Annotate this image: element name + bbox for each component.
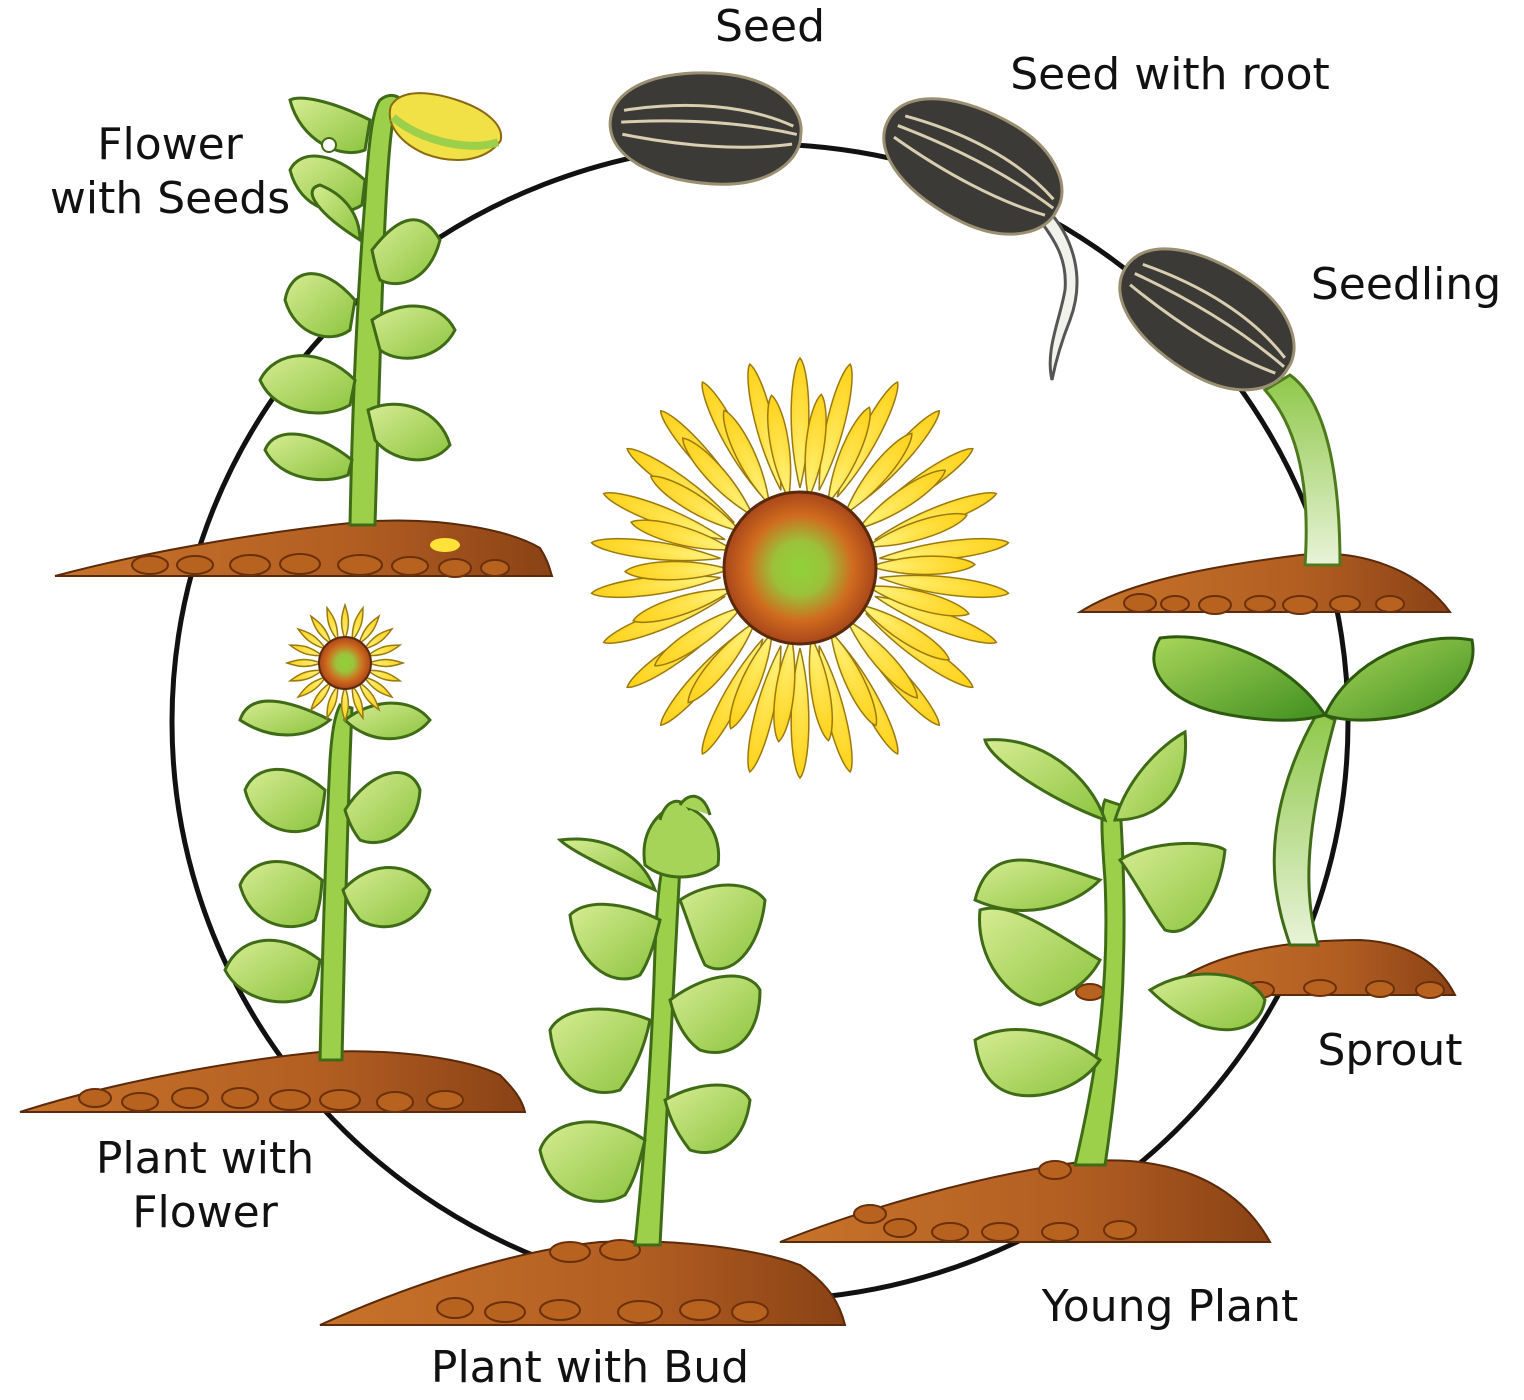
petal: [287, 660, 321, 667]
sunflower-icon: [590, 358, 1009, 778]
stage-label-line: Young Plant: [1020, 1280, 1320, 1334]
stage-label-line: Sprout: [1300, 1024, 1480, 1078]
stage-label-line: Seed with root: [990, 48, 1350, 102]
seed-with-root-icon: [862, 72, 1083, 380]
stage-label-line: with Seeds: [40, 172, 300, 226]
stage-label-line: Seed: [680, 0, 860, 54]
seed-icon: [606, 66, 804, 190]
stage-label-line: Plant with: [70, 1132, 340, 1186]
stage-label-line: Plant with Bud: [410, 1341, 770, 1395]
stage-label-line: Flower: [40, 118, 300, 172]
stage-label-plant-with-bud: Plant with Bud: [410, 1341, 770, 1395]
stage-label-sprout: Sprout: [1300, 1024, 1480, 1078]
stage-label-seedling: Seedling: [1300, 258, 1512, 312]
plant-with-flower-icon: [20, 605, 525, 1112]
stage-label-line: Flower: [70, 1186, 340, 1240]
stage-label-young-plant: Young Plant: [1020, 1280, 1320, 1334]
petal: [342, 605, 349, 639]
stage-label-seed: Seed: [680, 0, 860, 54]
stage-label-line: Seedling: [1300, 258, 1512, 312]
young-plant-icon: [780, 732, 1270, 1242]
stage-label-seed-with-root: Seed with root: [990, 48, 1350, 102]
petal: [369, 660, 403, 667]
